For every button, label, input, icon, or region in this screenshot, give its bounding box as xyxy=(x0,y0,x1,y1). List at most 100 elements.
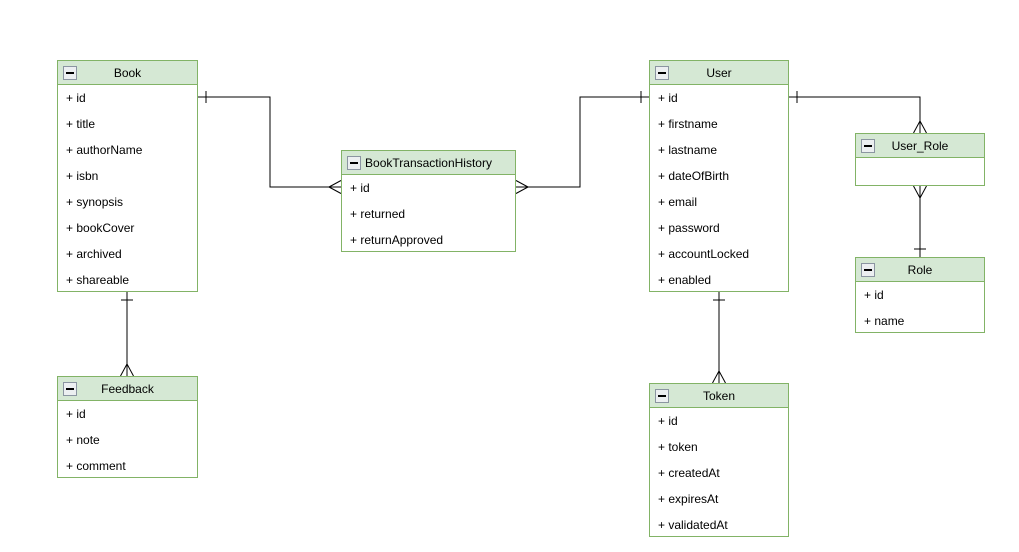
minus-glyph xyxy=(350,161,358,164)
entity-field[interactable]: + note xyxy=(58,427,197,453)
entity-field-label: + id xyxy=(350,181,370,195)
entity-field[interactable]: + returned xyxy=(342,201,515,227)
entity-field[interactable]: + isbn xyxy=(58,163,197,189)
entity-box-Token[interactable]: Token + id+ token+ createdAt+ expiresAt+… xyxy=(649,383,789,537)
entity-field-label: + id xyxy=(658,91,678,105)
entity-box-User_Role[interactable]: User_Role xyxy=(855,133,985,186)
entity-field-label: + id xyxy=(66,91,86,105)
collapse-minus-icon[interactable] xyxy=(347,155,361,170)
entity-title: Book xyxy=(113,65,142,80)
entity-field[interactable]: + archived xyxy=(58,241,197,267)
entity-header: Token xyxy=(650,384,788,408)
entity-field[interactable]: + lastname xyxy=(650,137,788,163)
collapse-minus-icon[interactable] xyxy=(861,138,875,153)
entity-title: Token xyxy=(702,388,736,403)
entity-header: Feedback xyxy=(58,377,197,401)
entity-field[interactable]: + id xyxy=(650,85,788,111)
entity-box-Feedback[interactable]: Feedback + id + note + comment xyxy=(57,376,198,478)
entity-body xyxy=(856,158,984,187)
entity-header: User_Role xyxy=(856,134,984,158)
entity-field-label: + bookCover xyxy=(66,221,135,235)
entity-field-label: + title xyxy=(66,117,96,131)
entity-title: Role xyxy=(907,262,933,277)
entity-box-Role[interactable]: Role + id + name xyxy=(855,257,985,333)
relationship-User-Token[interactable] xyxy=(712,292,726,384)
entity-title: BookTransactionHistory xyxy=(365,155,492,170)
entity-field[interactable]: + synopsis xyxy=(58,189,197,215)
entity-box-User[interactable]: User + id + firstname + lastname + dateOfBi… xyxy=(649,60,789,292)
entity-field[interactable]: + password xyxy=(650,215,788,241)
entity-field[interactable]: + token xyxy=(650,434,788,460)
entity-field-label: + id xyxy=(66,407,86,421)
entity-title: User xyxy=(706,65,732,80)
entity-field-label: + synopsis xyxy=(66,195,124,209)
entity-field[interactable]: + name xyxy=(856,308,984,334)
collapse-minus-icon[interactable] xyxy=(861,262,875,277)
entity-header: Role xyxy=(856,258,984,282)
relationship-User_Role-Role[interactable] xyxy=(913,185,927,257)
entity-body: + id + token + createdAt + expiresAt + valid… xyxy=(650,408,788,538)
entity-field-label: + enabled xyxy=(658,273,712,287)
entity-field[interactable]: + shareable xyxy=(58,267,197,293)
entity-field[interactable]: + title xyxy=(58,111,197,137)
entity-field[interactable]: + authorName xyxy=(58,137,197,163)
entity-header: BookTransactionHistory xyxy=(342,151,515,175)
entity-field[interactable]: + dateOfBirth xyxy=(650,163,788,189)
entity-field-label: + isbn xyxy=(66,169,99,183)
entity-field-label: + createdAt xyxy=(658,466,720,480)
entity-field-label: + password xyxy=(658,221,720,235)
entity-header: User xyxy=(650,61,788,85)
entity-field[interactable]: + id xyxy=(856,282,984,308)
relationship-User-User_Role[interactable] xyxy=(789,91,927,134)
entity-field-label: + email xyxy=(658,195,698,209)
entity-box-Book[interactable]: Book + id + title + authorName + isbn + syno… xyxy=(57,60,198,292)
entity-title: Feedback xyxy=(101,381,154,396)
minus-glyph xyxy=(66,387,74,390)
entity-body: + id + title + authorName + isbn + synopsis +… xyxy=(58,85,197,293)
collapse-minus-icon[interactable] xyxy=(63,65,77,80)
entity-field-label: + lastname xyxy=(658,143,718,157)
entity-field[interactable]: + email xyxy=(650,189,788,215)
relationship-Book-Feedback[interactable] xyxy=(120,292,134,377)
entity-field-label: + token xyxy=(658,440,698,454)
minus-glyph xyxy=(66,71,74,74)
entity-field-label: + name xyxy=(864,314,905,328)
entity-field-label: + comment xyxy=(66,459,126,473)
collapse-minus-icon[interactable] xyxy=(655,65,669,80)
entity-field-label: + id xyxy=(658,414,678,428)
entity-field-label: + returned xyxy=(350,207,406,221)
entity-field[interactable]: + expiresAt xyxy=(650,486,788,512)
entity-field[interactable]: + returnApproved xyxy=(342,227,515,253)
entity-body: + id + note + comment xyxy=(58,401,197,479)
entity-title: User_Role xyxy=(891,138,949,153)
entity-field[interactable]: + validatedAt xyxy=(650,512,788,538)
entity-body: + id + returned + returnApproved xyxy=(342,175,515,253)
entity-field[interactable]: + comment xyxy=(58,453,197,479)
entity-field[interactable]: + enabled xyxy=(650,267,788,293)
collapse-minus-icon[interactable] xyxy=(655,388,669,403)
entity-field[interactable]: + id xyxy=(342,175,515,201)
entity-field[interactable]: + createdAt xyxy=(650,460,788,486)
entity-field-label: + validatedAt xyxy=(658,518,728,532)
entity-field-label: + shareable xyxy=(66,273,130,287)
entity-body: + id + firstname + lastname + dateOfBirth + … xyxy=(650,85,788,293)
entity-body: + id + name xyxy=(856,282,984,334)
entity-field-label: + accountLocked xyxy=(658,247,750,261)
entity-field[interactable]: + accountLocked xyxy=(650,241,788,267)
entity-field[interactable]: + id xyxy=(58,401,197,427)
minus-glyph xyxy=(864,144,872,147)
entity-field[interactable]: + id xyxy=(58,85,197,111)
entity-field[interactable]: + firstname xyxy=(650,111,788,137)
relationship-BookTransactionHistory-User[interactable] xyxy=(515,91,649,194)
collapse-minus-icon[interactable] xyxy=(63,381,77,396)
relationship-Book-BookTransactionHistory[interactable] xyxy=(198,91,342,194)
entity-field[interactable]: + bookCover xyxy=(58,215,197,241)
entity-box-BookTransactionHistory[interactable]: BookTransactionHistory + id + returned + r… xyxy=(341,150,516,252)
entity-header: Book xyxy=(58,61,197,85)
entity-field-label: + dateOfBirth xyxy=(658,169,730,183)
entity-field-label: + authorName xyxy=(66,143,143,157)
entity-field[interactable]: + id xyxy=(650,408,788,434)
minus-glyph xyxy=(658,394,666,397)
